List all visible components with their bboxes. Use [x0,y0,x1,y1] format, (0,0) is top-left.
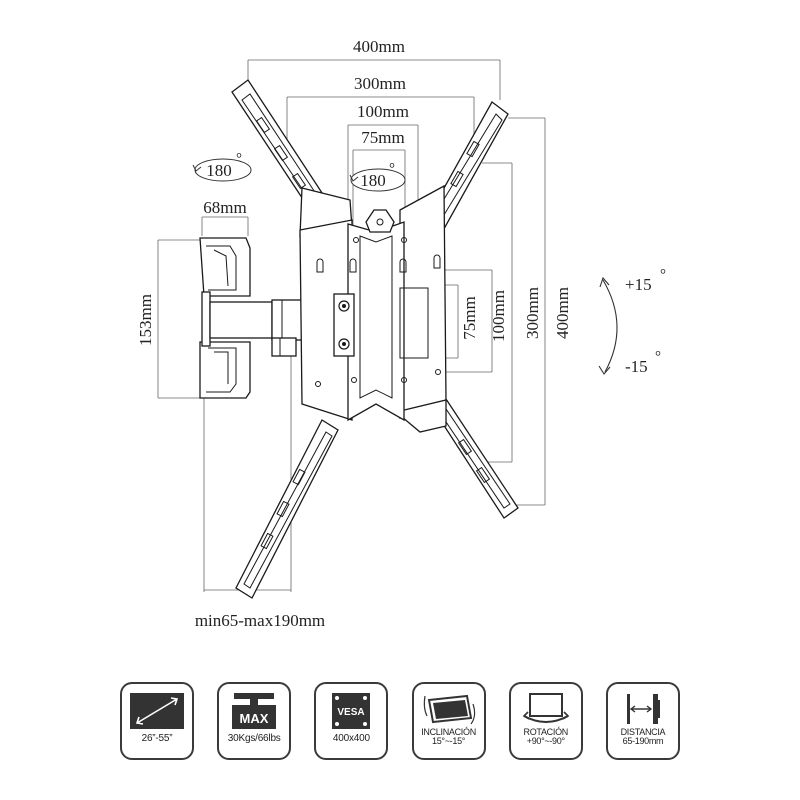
dim-300-top: 300mm [354,74,406,93]
degree-symbol: ° [660,267,666,283]
vesa-badge: VESA [338,707,365,718]
dim-153-height: 153mm [136,294,155,346]
tilt-icon: INCLINACIÓN 15°~-15° [411,682,486,760]
max-load-caption: 30Kgs/66lbs [227,733,281,744]
dim-100-top: 100mm [357,102,409,121]
degree-symbol: ° [655,349,661,365]
tilt-range: 15°~-15° [432,736,466,746]
dim-400-top: 400mm [353,37,405,56]
rotate-left-marker: 180 ° [192,151,252,182]
tilt-indicator: +15 ° -15 ° [598,267,666,376]
rotate-center-marker: 180 ° [349,161,406,192]
distance-caption: DISTANCIA [620,727,666,737]
rotate-center-label: 180 [360,171,386,190]
top-dimension-lines [247,59,501,230]
vesa-bracket [231,79,519,599]
tilt-caption: INCLINACIÓN [421,727,476,737]
rotation-icon: ROTACIÓN +90°~-90° [508,682,583,760]
screen-size-caption: 26”-55” [141,733,173,744]
tilt-down-label: -15 [625,357,648,376]
tilt-up-label: +15 [625,275,652,294]
vesa-icon: VESA 400x400 [314,682,389,760]
rotate-left-label: 180 [206,161,232,180]
degree-symbol: ° [236,151,242,167]
distance-icon: DISTANCIA 65-190mm [605,682,680,760]
dim-distance: min65-max190mm [195,611,325,630]
feature-icons: 26”-55” MAX 30Kgs/66lbs VESA 400x400 INC… [120,682,680,764]
dim-100-right: 100mm [489,290,508,342]
arm-bottom-left [235,419,339,599]
vesa-caption: 400x400 [332,733,370,744]
dim-400-right: 400mm [553,287,572,339]
rotation-caption: ROTACIÓN [523,727,569,737]
dim-68-depth: 68mm [203,198,246,217]
side-view-bracket [199,237,327,399]
degree-symbol: ° [389,161,395,177]
max-badge: MAX [240,711,269,726]
dim-75-top: 75mm [361,128,404,147]
side-view-dimension-lines [157,216,292,592]
distance-range: 65-190mm [622,736,664,746]
max-load-icon: MAX 30Kgs/66lbs [217,682,292,760]
mount-holes [315,237,441,387]
dim-75-right: 75mm [460,296,479,339]
screen-size-icon: 26”-55” [120,682,194,760]
rotation-range: +90°~-90° [526,736,565,746]
dim-300-right: 300mm [523,287,542,339]
keyhole-slots [316,254,441,273]
